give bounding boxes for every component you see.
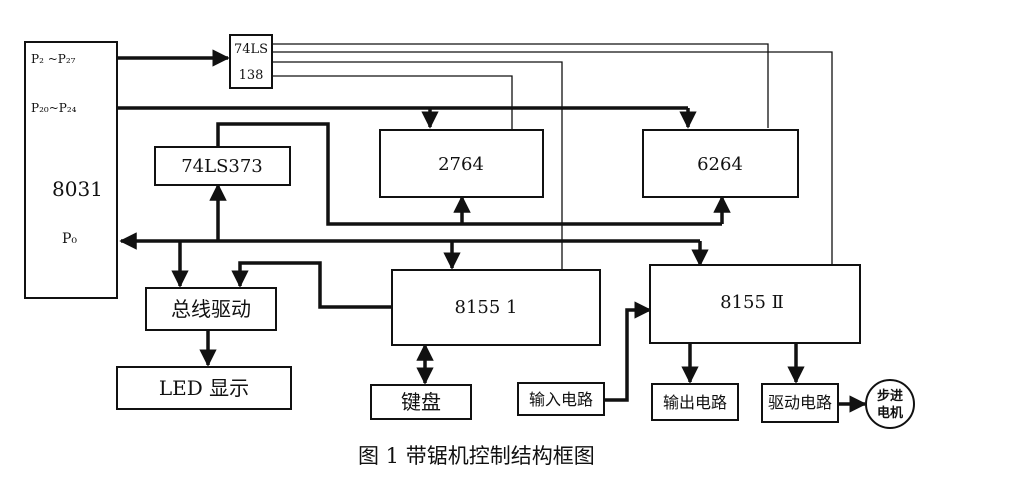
cpu-label: 8031 — [52, 177, 103, 201]
led-label: LED 显示 — [159, 376, 249, 400]
io-8155-1-block: 8155 1 — [391, 269, 601, 346]
decoder-to-2764-line — [272, 75, 513, 130]
drive-circuit-block: 驱动电路 — [761, 383, 839, 423]
output-circuit-block: 输出电路 — [651, 383, 739, 421]
bus-driver-block: 总线驱动 — [145, 287, 277, 331]
keyboard-block: 键盘 — [370, 384, 472, 420]
io1-label: 8155 1 — [455, 297, 518, 318]
decoder-to-6264-line — [272, 43, 769, 128]
latch-address-bus — [216, 122, 722, 226]
ram-label: 6264 — [697, 154, 743, 175]
led-display-block: LED 显示 — [116, 366, 292, 410]
decoder-label-line1: 74LS — [234, 42, 268, 57]
eprom-2764-block: 2764 — [379, 129, 544, 198]
stepper-motor-block: 步进 电机 — [865, 379, 915, 429]
cpu-8031-block: P₂ ~P₂₇ P₂₀~P₂₄ 8031 P₀ — [24, 41, 118, 299]
motor-label-line2: 电机 — [877, 405, 903, 421]
latch-label: 74LS373 — [181, 156, 263, 177]
decoder-to-8155-1-line — [272, 61, 563, 270]
cpu-port-p0-label: P₀ — [62, 231, 77, 247]
latch-74ls373-block: 74LS373 — [154, 146, 291, 186]
io-8155-2-block: 8155 Ⅱ — [649, 264, 861, 344]
figure-caption: 图 1 带锯机控制结构框图 — [358, 444, 595, 468]
decoder-74ls138-block: 74LS 138 — [229, 34, 273, 89]
decoder-label-line2: 138 — [239, 68, 264, 83]
eprom-label: 2764 — [438, 154, 484, 175]
cpu-port-p2-label: P₂ ~P₂₇ — [31, 52, 76, 66]
output-label: 输出电路 — [663, 393, 727, 412]
motor-label-line1: 步进 — [877, 388, 903, 404]
keyboard-label: 键盘 — [401, 390, 441, 414]
bus-driver-label: 总线驱动 — [171, 297, 251, 321]
input-circuit-block: 输入电路 — [517, 382, 605, 416]
decoder-to-8155-2-line — [272, 51, 833, 265]
ram-6264-block: 6264 — [642, 129, 799, 198]
input-to-io2-bus — [604, 301, 652, 402]
io1-to-bus-driver — [231, 261, 392, 309]
io2-label: 8155 Ⅱ — [720, 292, 784, 313]
cpu-port-p20-label: P₂₀~P₂₄ — [31, 101, 77, 115]
input-label: 输入电路 — [529, 390, 593, 409]
drive-label: 驱动电路 — [768, 393, 832, 412]
